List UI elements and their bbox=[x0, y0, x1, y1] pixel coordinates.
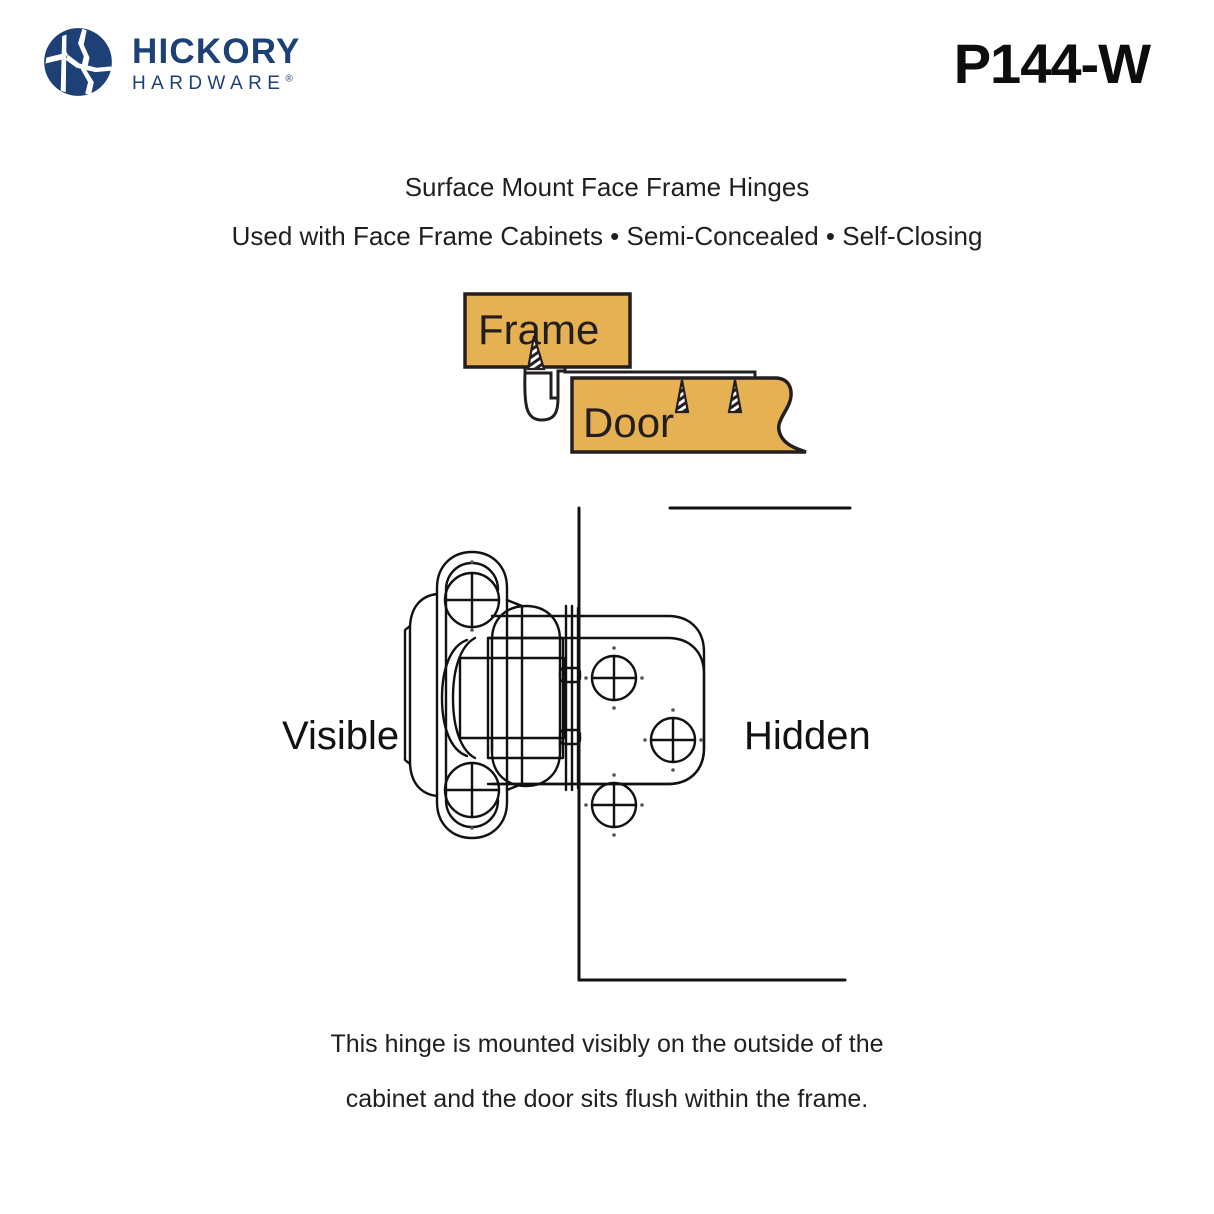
brand-subname-text: HARDWARE bbox=[132, 72, 286, 94]
door-screw-left-icon bbox=[674, 379, 690, 414]
hickory-logo-icon bbox=[44, 28, 112, 96]
door-screw-right-icon bbox=[727, 379, 743, 414]
hidden-leaf-outline bbox=[486, 636, 706, 786]
frame-screw-icon bbox=[526, 335, 546, 371]
subtitle-secondary: Used with Face Frame Cabinets • Semi-Con… bbox=[231, 221, 983, 252]
caption-line-2: cabinet and the door sits flush within t… bbox=[345, 1085, 869, 1113]
visible-leaf-screw-top bbox=[443, 571, 501, 629]
hinge-technical-drawing bbox=[403, 506, 852, 982]
frame-block: Frame bbox=[463, 292, 632, 369]
hidden-leaf-screw-bottom bbox=[590, 781, 638, 829]
subtitle-primary: Surface Mount Face Frame Hinges bbox=[404, 172, 810, 202]
brand-wordmark: HICKORY HARDWARE® bbox=[132, 32, 301, 93]
model-number: P144-W bbox=[953, 32, 1151, 95]
hinge-profile-upper bbox=[523, 368, 567, 400]
brand-logo: HICKORY HARDWARE® bbox=[42, 26, 301, 98]
visible-leaf-screw-bottom bbox=[443, 761, 501, 819]
hinge-knuckle bbox=[440, 604, 582, 792]
brand-name: HICKORY bbox=[132, 31, 301, 71]
hidden-leaf-screw-middle bbox=[649, 716, 697, 764]
frame-block-label: Frame bbox=[478, 306, 599, 353]
hinge-profile-hook bbox=[523, 372, 560, 422]
page-header: HICKORY HARDWARE® P144-W bbox=[0, 0, 1214, 130]
subtitle-block: Surface Mount Face Frame Hinges Used wit… bbox=[0, 172, 1214, 252]
hinge-profile-arm bbox=[563, 368, 757, 380]
hidden-leaf-screw-top bbox=[590, 654, 638, 702]
hidden-side-label: Hidden bbox=[744, 714, 871, 758]
visible-leaf bbox=[403, 550, 524, 840]
visible-side-label: Visible bbox=[282, 714, 400, 758]
door-block: Door bbox=[570, 376, 807, 454]
door-block-label: Door bbox=[583, 399, 674, 446]
center-mark-dots bbox=[470, 560, 703, 837]
brand-subname: HARDWARE® bbox=[132, 74, 301, 93]
caption-line-1: This hinge is mounted visibly on the out… bbox=[330, 1030, 884, 1058]
mount-cross-section-diagram: Frame Door bbox=[463, 292, 807, 454]
registered-trademark-icon: ® bbox=[285, 73, 293, 85]
caption-block: This hinge is mounted visibly on the out… bbox=[0, 1032, 1214, 1112]
